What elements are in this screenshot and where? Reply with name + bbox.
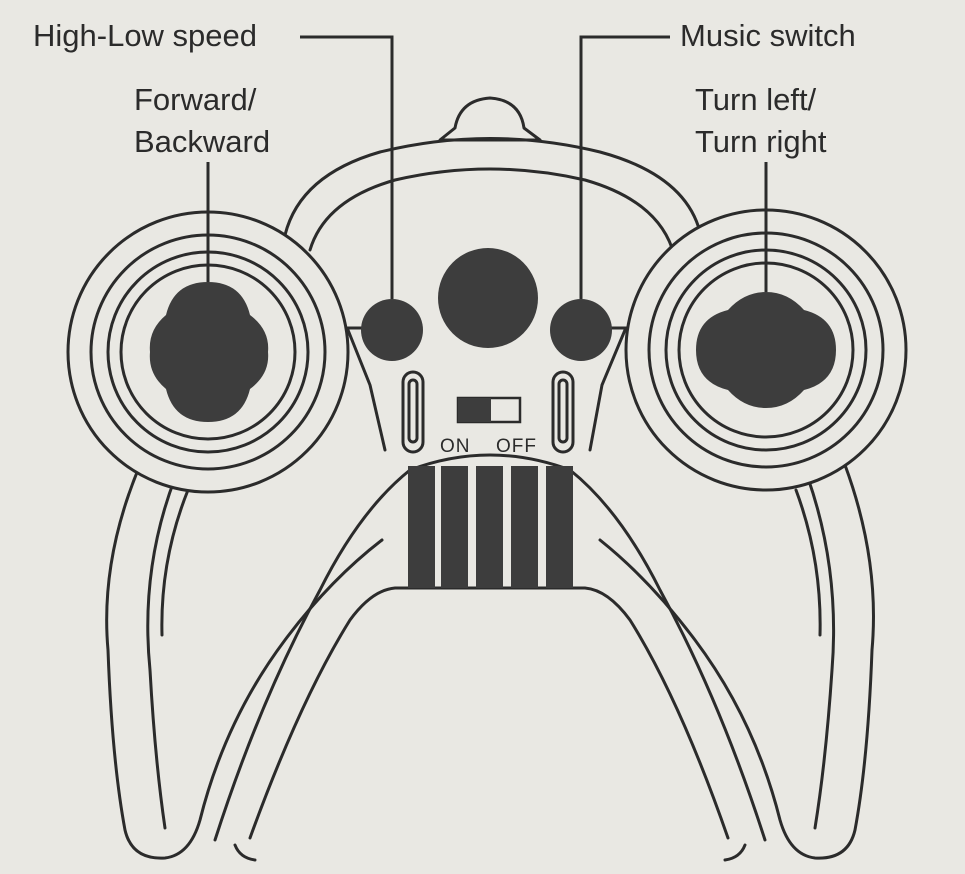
left-handle-inner: [146, 476, 177, 830]
body-left-side: [346, 328, 387, 452]
power-switch-icon: [456, 396, 522, 424]
grille-bar-4: [511, 466, 538, 588]
grille-bar-2: [441, 466, 468, 588]
right-handle-groove: [794, 488, 822, 637]
leader-music: [579, 35, 670, 299]
left-handle: [105, 463, 384, 860]
right-handle: [598, 463, 875, 860]
right-handle-inner: [806, 476, 836, 830]
leader-high-low: [300, 35, 394, 299]
left-slot-inner: [407, 378, 419, 444]
antenna-nub: [438, 96, 542, 142]
label-high-low-speed: High-Low speed: [33, 18, 258, 53]
lower-body-rim: [233, 843, 257, 862]
lower-body-rim-r: [723, 843, 747, 862]
music-button-icon: [550, 299, 612, 361]
left-handle-groove: [160, 488, 190, 637]
center-button-icon: [438, 248, 538, 348]
lower-body-inner: [248, 586, 730, 840]
grille-bar-5: [546, 466, 573, 588]
speed-button-icon: [361, 299, 423, 361]
power-on-label: ON: [440, 436, 471, 457]
right-slot: [551, 370, 575, 454]
lower-body-outer: [213, 453, 767, 842]
left-slot: [401, 370, 425, 454]
body-right-side: [588, 328, 627, 452]
grille-bar-1: [408, 466, 435, 588]
label-forward: Forward/: [134, 82, 257, 117]
power-off-label: OFF: [496, 436, 537, 457]
left-joystick-icon: [149, 282, 269, 422]
shell-top-inner: [308, 167, 674, 252]
label-turn-left: Turn left/: [695, 82, 817, 117]
label-music-switch: Music switch: [680, 18, 856, 53]
right-joystick-icon: [696, 292, 836, 408]
shell-top-outer: [283, 137, 702, 237]
label-backward: Backward: [134, 124, 271, 159]
grille-bar-3: [476, 466, 503, 588]
label-turn-right: Turn right: [695, 124, 827, 159]
right-slot-inner: [557, 378, 569, 444]
